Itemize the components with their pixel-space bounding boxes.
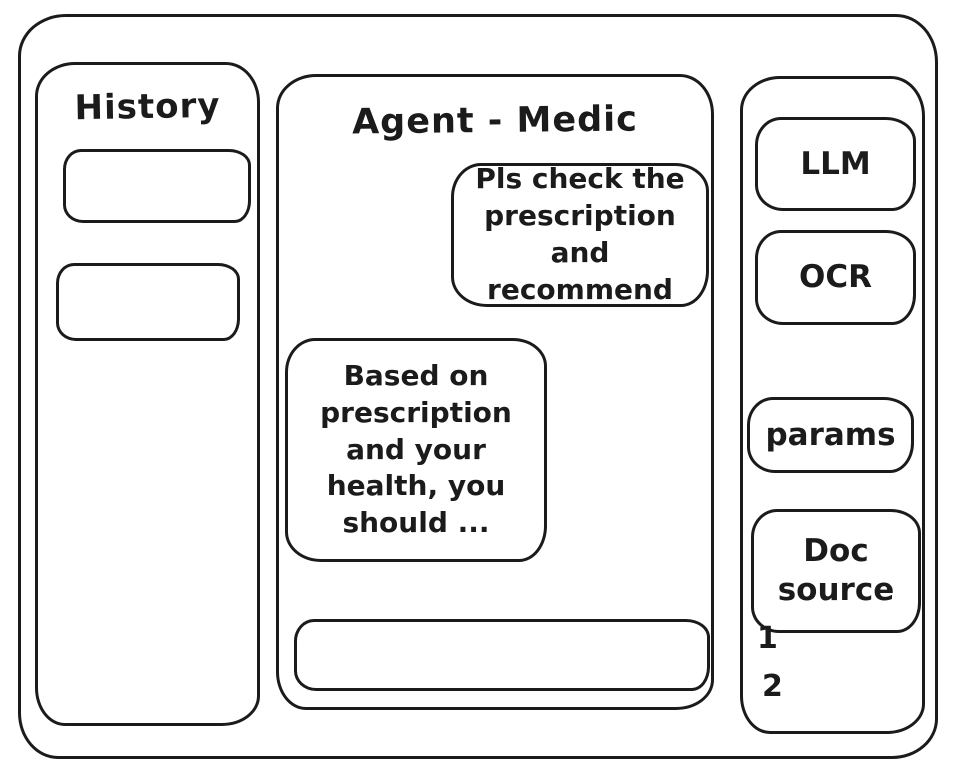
- params-button[interactable]: params: [747, 397, 914, 473]
- doc-source-item-2[interactable]: 2: [762, 669, 783, 704]
- agent-message-text: Based on prescription and your health, y…: [320, 358, 512, 540]
- tools-panel: LLM OCR params Doc source 1 2: [740, 76, 925, 734]
- doc-source-button-label: Doc source: [777, 533, 895, 608]
- user-message-text: Pls check the prescription and recommend: [475, 162, 685, 306]
- params-button-label: params: [765, 416, 896, 453]
- chat-message-input[interactable]: [294, 619, 710, 691]
- history-panel: History: [35, 62, 260, 726]
- chat-panel-title: Agent - Medic: [351, 99, 639, 143]
- history-panel-title: History: [74, 85, 221, 129]
- history-item[interactable]: [63, 149, 251, 223]
- ocr-button[interactable]: OCR: [755, 230, 916, 325]
- llm-button-label: LLM: [800, 145, 871, 182]
- doc-source-item-1[interactable]: 1: [757, 621, 778, 656]
- agent-message-bubble: Based on prescription and your health, y…: [285, 338, 547, 562]
- llm-button[interactable]: LLM: [755, 117, 916, 211]
- doc-source-button[interactable]: Doc source: [751, 509, 921, 633]
- ocr-button-label: OCR: [799, 259, 872, 296]
- chat-panel: Agent - Medic Pls check the prescription…: [276, 74, 714, 710]
- history-item[interactable]: [56, 263, 240, 341]
- user-message-bubble: Pls check the prescription and recommend: [451, 162, 709, 307]
